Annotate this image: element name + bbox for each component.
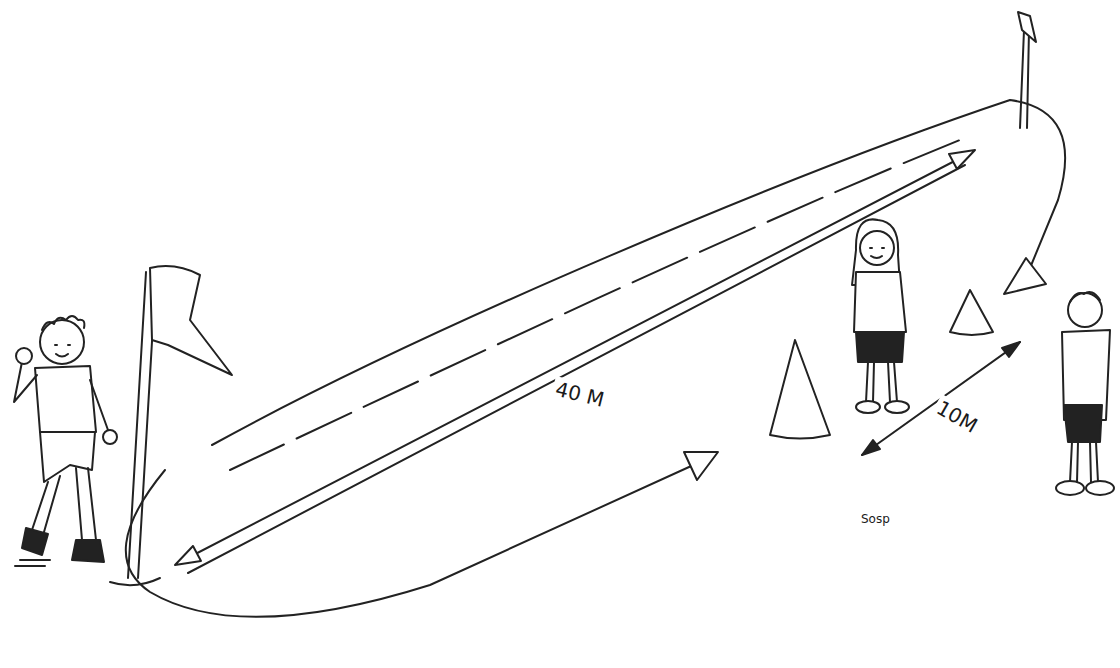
arrow-head xyxy=(1002,342,1020,357)
arrow-head xyxy=(949,150,975,169)
dimension-label: 40 M xyxy=(550,376,609,413)
run-path xyxy=(126,462,700,617)
running-boy xyxy=(14,316,117,562)
arrow-head xyxy=(684,452,718,480)
flag xyxy=(1018,12,1036,42)
arrow-head xyxy=(1004,258,1046,294)
dimension-line xyxy=(178,152,972,563)
ground-mark xyxy=(15,560,160,585)
arrow-head xyxy=(862,440,880,455)
flag-pole xyxy=(1020,30,1029,128)
flag xyxy=(150,266,232,375)
dimension-label: 10M xyxy=(930,394,984,439)
run-path xyxy=(230,140,960,470)
arrow-head xyxy=(175,546,201,565)
run-path xyxy=(212,100,1065,445)
cone xyxy=(770,340,830,439)
standing-girl xyxy=(852,219,909,413)
standing-boy xyxy=(1056,292,1114,495)
cone xyxy=(950,290,993,335)
signature: Sosp xyxy=(858,512,893,527)
dimension-line xyxy=(188,165,965,573)
